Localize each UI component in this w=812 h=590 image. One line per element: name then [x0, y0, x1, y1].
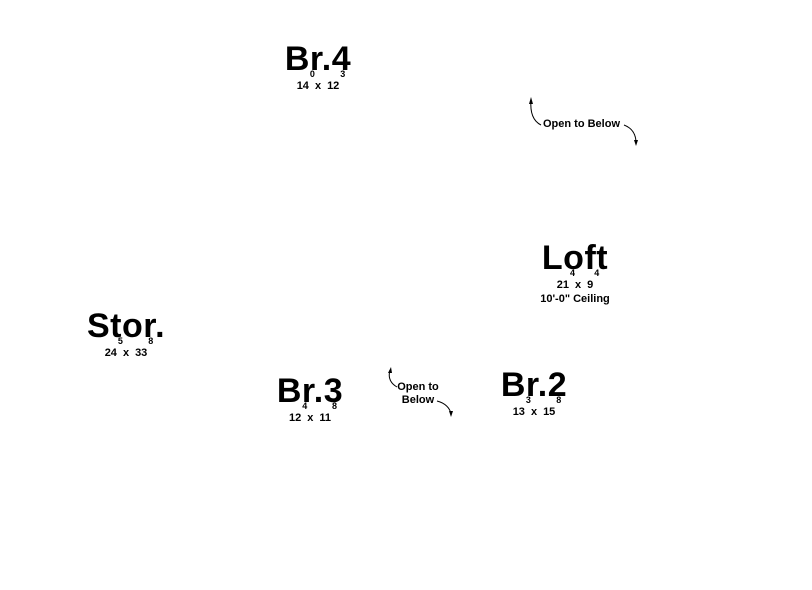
arrowhead	[449, 411, 453, 417]
ceiling-note: 10'-0" Ceiling	[540, 293, 610, 305]
arrowhead	[388, 367, 392, 373]
room-name: Loft	[541, 239, 609, 277]
arrowhead	[634, 140, 638, 146]
arrowhead	[529, 97, 533, 104]
room-name: Br.3	[276, 372, 344, 410]
open-to-below-label: Open to Below	[543, 118, 620, 130]
room-name: Br.4	[284, 40, 352, 78]
open-to-below-label-2: Open to Below	[397, 381, 439, 406]
room-name: Stor.	[86, 307, 166, 345]
room-name: Br.2	[500, 366, 568, 404]
